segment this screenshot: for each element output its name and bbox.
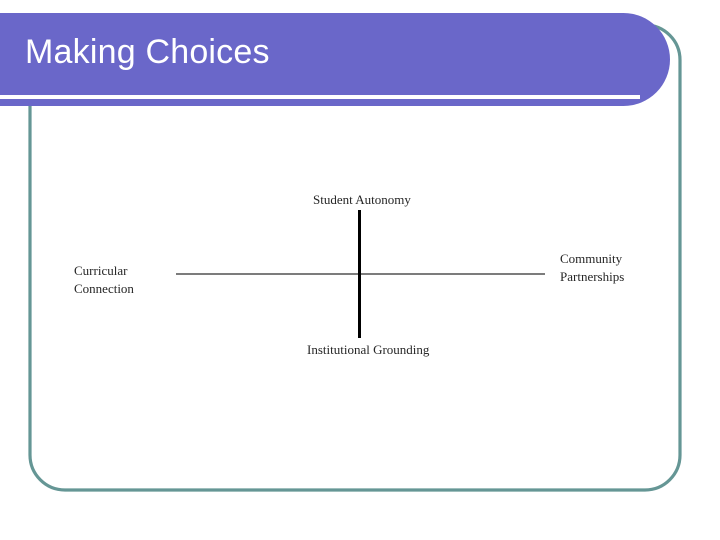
diagram-label-curricular-connection: Curricular Connection — [74, 262, 134, 298]
diagram-label-student-autonomy: Student Autonomy — [313, 192, 411, 207]
diagram-label-curricular-connection-line1: Curricular — [74, 263, 128, 278]
diagram-label-curricular-connection-line2: Connection — [74, 281, 134, 296]
diagram-label-community-partnerships: Community Partnerships — [560, 250, 624, 286]
title-banner — [0, 13, 670, 106]
diagram-label-community-partnerships-line2: Partnerships — [560, 269, 625, 284]
title-banner-stripe — [0, 95, 640, 99]
vertical-axis-line — [358, 210, 361, 338]
page-title: Making Choices — [25, 33, 270, 71]
diagram-label-community-partnerships-line1: Community — [560, 251, 623, 266]
diagram-label-institutional-grounding: Institutional Grounding — [307, 342, 430, 357]
